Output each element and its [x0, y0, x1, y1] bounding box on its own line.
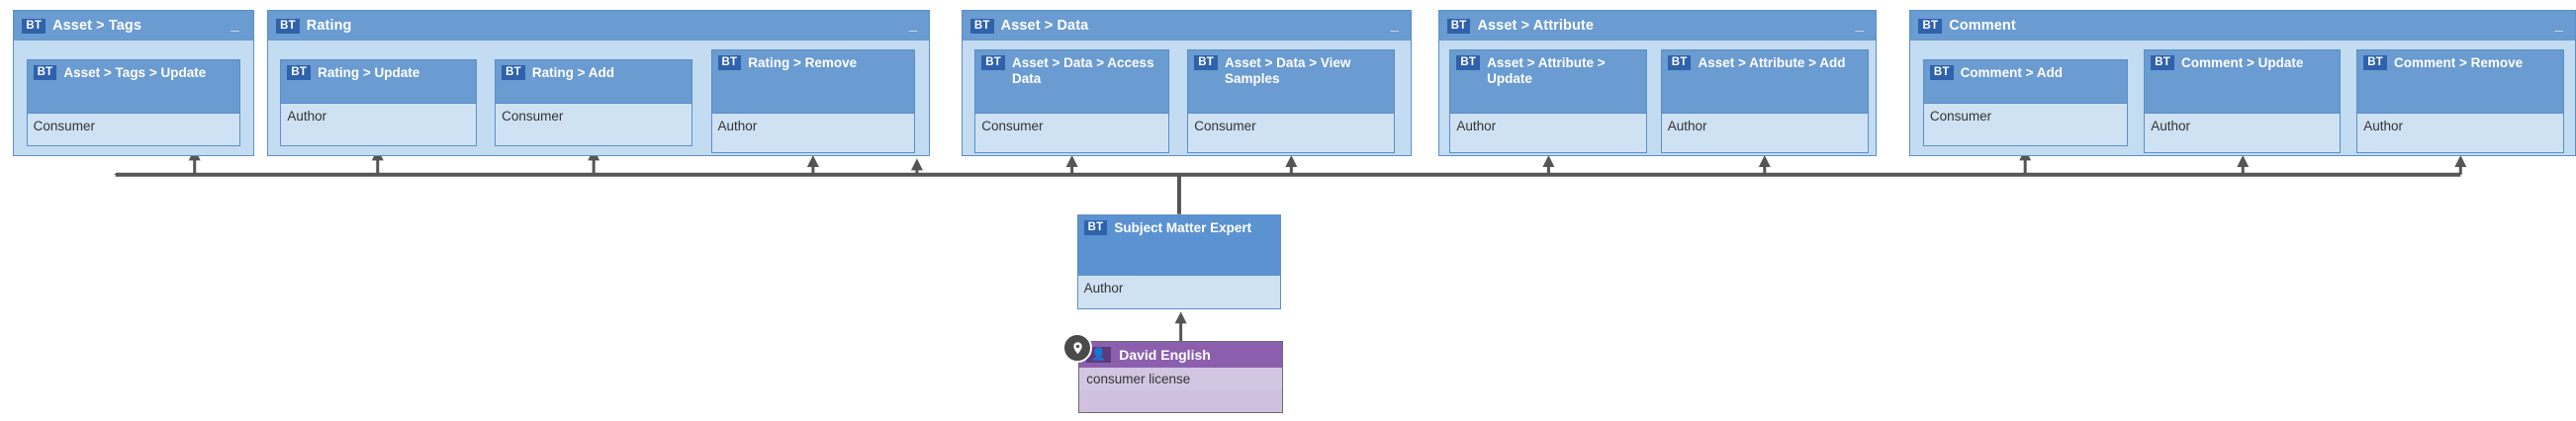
david-english-card[interactable]: 👤 David English consumer license [1078, 341, 1283, 414]
bt-badge-icon: BT [502, 65, 525, 80]
minimize-icon-asset-attribute[interactable]: _ [1855, 17, 1865, 34]
bt-badge-icon: BT [1194, 55, 1219, 70]
card-body-asset-data-access-data: Consumer [975, 113, 1168, 153]
card-body-rating-add: Consumer [496, 103, 692, 146]
bt-badge-icon: BT [1446, 18, 1471, 34]
card-role-asset-data-view-samples: Consumer [1194, 119, 1256, 134]
group-header-rating: BT Rating _ [268, 11, 930, 41]
card-title-comment-add: Comment > Add [1960, 65, 2063, 80]
bt-badge-icon: BT [276, 18, 300, 34]
bt-badge-icon: BT [22, 18, 46, 34]
location-pin-icon[interactable] [1062, 333, 1093, 364]
card-role-rating-add: Consumer [502, 109, 564, 125]
bt-badge-icon: BT [969, 18, 994, 34]
card-header-rating-update: BT Rating > Update [281, 60, 476, 104]
card-role-asset-data-access-data: Consumer [981, 119, 1044, 134]
card-role-asset-attribute-add: Author [1667, 119, 1707, 134]
card-body-comment-update: Author [2145, 113, 2340, 153]
card-role-comment-update: Author [2151, 119, 2190, 134]
card-role-asset-tags-update: Consumer [33, 119, 95, 134]
card-role-comment-add: Consumer [1929, 109, 1992, 125]
card-header-rating-add: BT Rating > Add [496, 60, 692, 104]
card-body-rating-update: Author [281, 103, 476, 146]
card-body-comment-remove: Author [2357, 113, 2564, 153]
group-title-comment: Comment [1949, 18, 2016, 34]
card-title-rating-add: Rating > Add [531, 65, 614, 80]
card-role-rating-update: Author [287, 109, 327, 125]
group-title-asset-attribute: Asset > Attribute [1477, 18, 1595, 34]
bt-badge-icon: BT [1083, 219, 1108, 235]
card-header-asset-data-view-samples: BT Asset > Data > View Samples [1188, 50, 1395, 114]
card-title-asset-attribute-add: Asset > Attribute > Add [1698, 55, 1846, 70]
card-body-asset-tags-update: Consumer [27, 113, 240, 146]
david-english-license: consumer license [1079, 368, 1282, 391]
david-english-name: David English [1119, 347, 1211, 364]
card-header-asset-attribute-add: BT Asset > Attribute > Add [1661, 50, 1868, 114]
card-header-rating-remove: BT Rating > Remove [711, 50, 915, 114]
card-body-asset-attribute-update: Author [1450, 113, 1647, 153]
card-title-asset-data-access-data: Asset > Data > Access Data [1011, 55, 1154, 86]
group-header-asset-attribute: BT Asset > Attribute _ [1438, 11, 1877, 41]
card-role-asset-attribute-update: Author [1456, 119, 1497, 134]
card-header-comment-add: BT Comment > Add [1923, 60, 2127, 104]
card-title-asset-attribute-update: Asset > Attribute > Update [1487, 55, 1606, 86]
card-title-rating-update: Rating > Update [318, 65, 420, 80]
minimize-icon-rating[interactable]: _ [908, 17, 918, 34]
bt-badge-icon: BT [717, 55, 742, 70]
group-header-comment: BT Comment _ [1910, 11, 2575, 41]
subject-matter-expert-card-header: BT Subject Matter Expert [1077, 214, 1281, 275]
bt-badge-icon: BT [2363, 55, 2387, 70]
card-body-rating-remove: Author [711, 113, 915, 153]
group-title-asset-tags: Asset > Tags [52, 18, 142, 34]
card-body-asset-attribute-add: Author [1661, 113, 1868, 153]
group-title-rating: Rating [306, 18, 352, 34]
card-title-asset-data-view-samples: Asset > Data > View Samples [1225, 55, 1351, 86]
minimize-icon-asset-data[interactable]: _ [1390, 17, 1400, 34]
card-body-asset-data-view-samples: Consumer [1188, 113, 1395, 153]
bt-badge-icon: BT [1918, 18, 1943, 34]
group-header-asset-tags: BT Asset > Tags _ [14, 11, 253, 41]
subject-matter-expert-card[interactable]: BT Subject Matter Expert Author [1076, 213, 1282, 310]
card-header-asset-tags-update: BT Asset > Tags > Update [27, 60, 240, 114]
bt-badge-icon: BT [1667, 55, 1692, 70]
subject-matter-expert-role: Author [1083, 280, 1124, 295]
person-icon: 👤 [1086, 347, 1112, 364]
minimize-icon-asset-tags[interactable]: _ [230, 17, 239, 34]
subject-matter-expert-card-title: Subject Matter Expert [1114, 219, 1252, 235]
bt-badge-icon: BT [1456, 55, 1481, 70]
bt-badge-icon: BT [2151, 55, 2174, 70]
card-body-comment-add: Consumer [1923, 103, 2127, 146]
group-header-asset-data: BT Asset > Data _ [962, 11, 1412, 41]
card-header-asset-data-access-data: BT Asset > Data > Access Data [975, 50, 1168, 114]
card-header-asset-attribute-update: BT Asset > Attribute > Update [1450, 50, 1647, 114]
bt-badge-icon: BT [1929, 65, 1954, 80]
david-english-card-header: 👤 David English [1079, 342, 1282, 369]
card-title-comment-remove: Comment > Remove [2394, 55, 2524, 70]
card-role-comment-remove: Author [2363, 119, 2404, 134]
card-header-comment-update: BT Comment > Update [2145, 50, 2340, 114]
bt-badge-icon: BT [981, 55, 1005, 70]
card-title-rating-remove: Rating > Remove [748, 55, 858, 70]
group-title-asset-data: Asset > Data [1000, 18, 1089, 34]
bt-badge-icon: BT [33, 65, 57, 80]
minimize-icon-comment[interactable]: _ [2554, 17, 2563, 34]
card-title-comment-update: Comment > Update [2180, 55, 2304, 70]
card-title-asset-tags-update: Asset > Tags > Update [63, 65, 207, 80]
card-role-rating-remove: Author [717, 119, 758, 134]
subject-matter-expert-card-body: Author [1077, 274, 1281, 309]
card-header-comment-remove: BT Comment > Remove [2357, 50, 2564, 114]
bt-badge-icon: BT [287, 65, 312, 80]
